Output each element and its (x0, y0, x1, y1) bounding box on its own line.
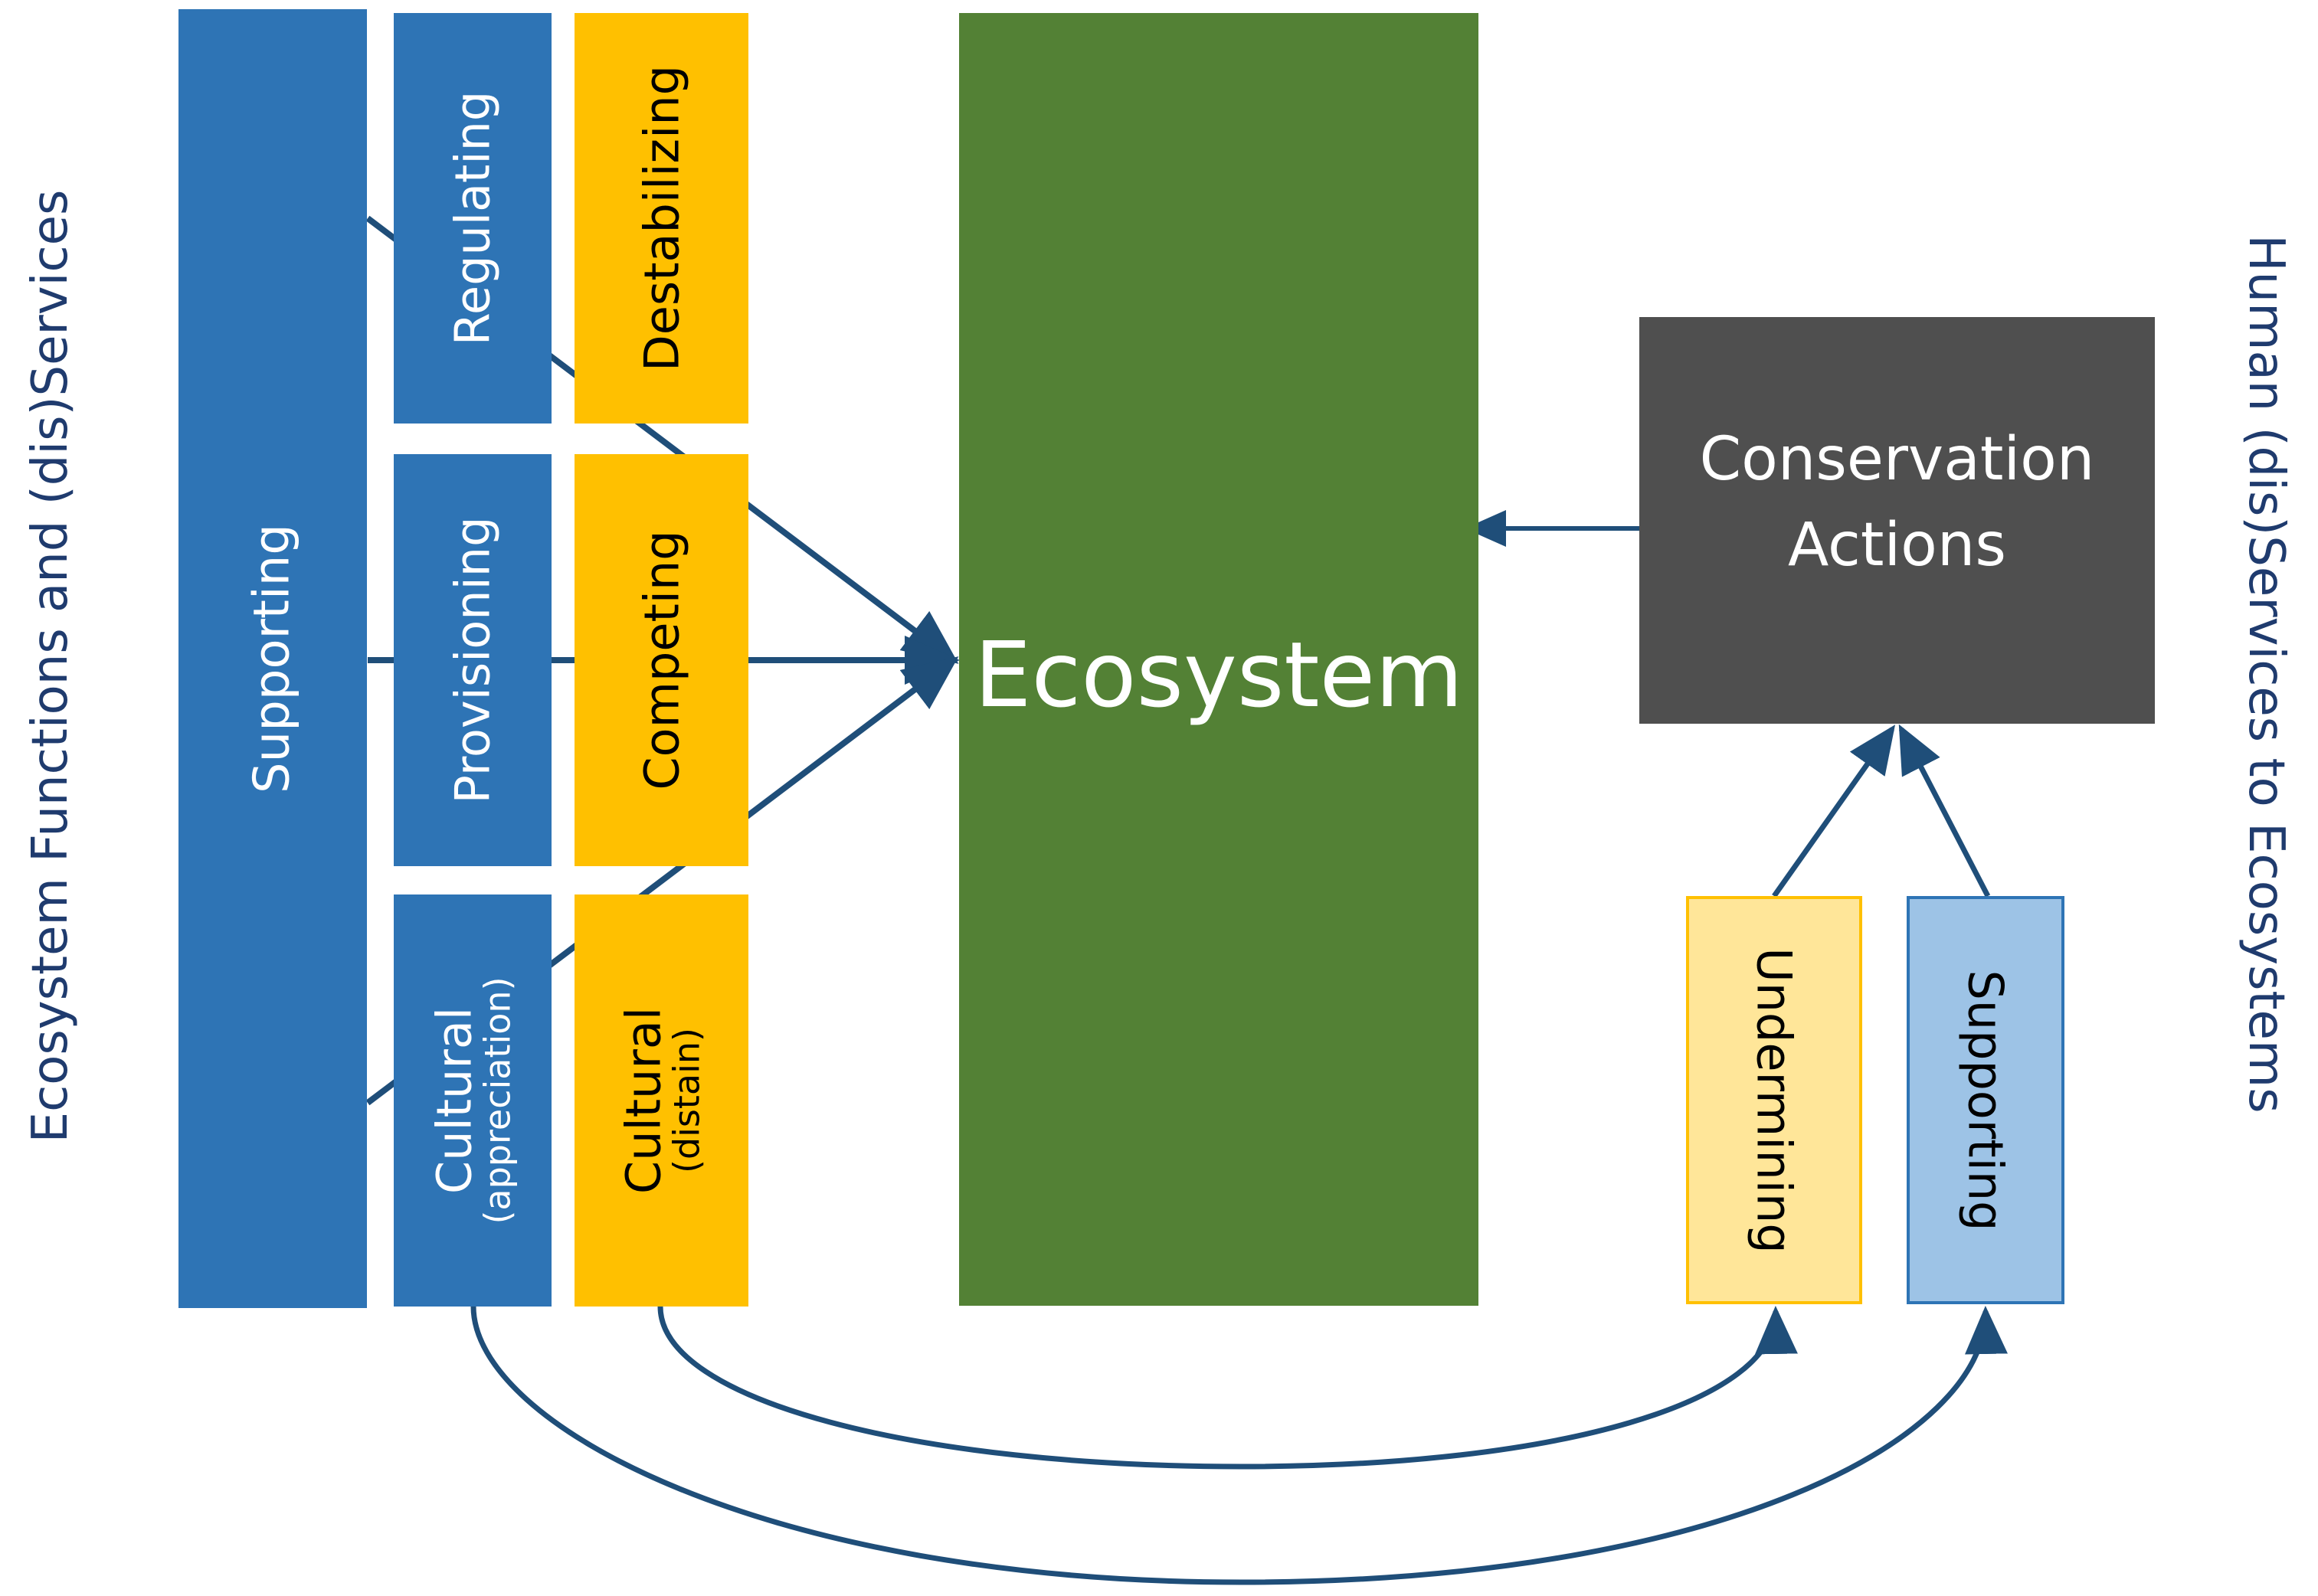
ecosystem-box: Ecosystem (959, 13, 1478, 1306)
human-supporting-box: Supporting (1907, 896, 2064, 1304)
undermining-label: Undermining (1746, 947, 1802, 1254)
cultural-distain-sublabel: (distain) (665, 1028, 707, 1173)
cultural-appreciation-label: Cultural (426, 1006, 483, 1195)
left-axis-title: Ecosystem Functions and (dis)Services (22, 189, 79, 1143)
supporting-service-box: Supporting (178, 9, 367, 1308)
ecosystem-label: Ecosystem (974, 622, 1464, 728)
conservation-actions-text: Conservation Actions (1639, 417, 2155, 588)
conservation-line1: Conservation (1699, 425, 2095, 494)
regulating-service-label: Regulating (444, 90, 501, 346)
arrow-undermining-to-conservation (1772, 724, 1896, 898)
cultural-appreciation-sublabel: (appreciation) (476, 976, 519, 1225)
cultural-appreciation-box: Cultural (appreciation) (394, 894, 552, 1307)
arrow-supporting-to-conservation (1898, 724, 1991, 898)
cultural-distain-box: Cultural (distain) (575, 894, 748, 1307)
regulating-service-box: Regulating (394, 13, 552, 424)
undermining-box: Undermining (1686, 896, 1862, 1304)
competing-disservice-box: Competing (575, 454, 748, 866)
arrow-distain-to-undermining (657, 1306, 1798, 1470)
competing-label: Competing (633, 530, 689, 790)
supporting-service-label: Supporting (244, 524, 301, 793)
provisioning-service-box: Provisioning (394, 454, 552, 866)
conservation-actions-box: Conservation Actions (1639, 317, 2155, 724)
destabilizing-disservice-box: Destabilizing (575, 13, 748, 424)
human-supporting-label: Supporting (1957, 970, 2014, 1231)
provisioning-service-label: Provisioning (444, 516, 501, 804)
cultural-distain-label: Cultural (614, 1006, 671, 1195)
conservation-line2: Actions (1788, 511, 2006, 580)
cultural-appreciation-text: Cultural (appreciation) (426, 976, 519, 1225)
right-axis-title: Human (dis)Services to Ecosystems (2238, 234, 2294, 1114)
cultural-distain-text: Cultural (distain) (614, 1006, 707, 1195)
arrow-appreciation-to-supporting (470, 1306, 2008, 1585)
destabilizing-label: Destabilizing (633, 65, 689, 371)
